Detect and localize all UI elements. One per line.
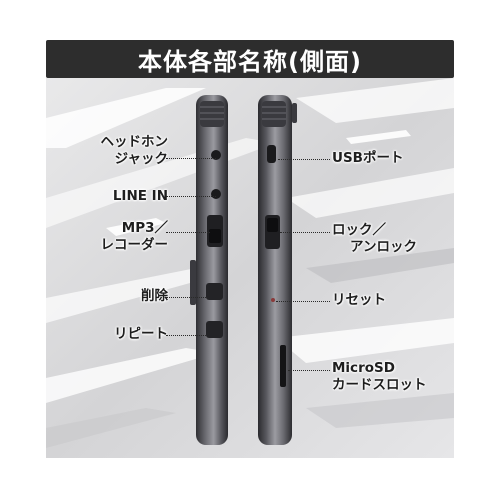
leader-delete <box>166 297 206 298</box>
reset-hole <box>271 298 275 302</box>
microsd-slot-opening <box>280 345 286 387</box>
device-left-side <box>190 95 228 445</box>
leader-repeat <box>166 335 206 336</box>
device-right-side <box>258 95 297 445</box>
leader-reset <box>276 301 330 302</box>
line-in-port <box>211 189 221 199</box>
page-title: 本体各部名称(側面) <box>138 47 362 76</box>
label-delete: 削除 <box>141 288 168 304</box>
label-lock: ロック／ アンロック <box>332 222 417 255</box>
label-repeat: リピート <box>114 326 168 342</box>
delete-key <box>206 283 223 300</box>
title-bar: 本体各部名称(側面) <box>46 40 454 78</box>
usb-port-opening <box>267 145 276 163</box>
label-microsd: MicroSD カードスロット <box>332 360 427 393</box>
background-graphic <box>46 78 454 458</box>
leader-usb-port <box>278 159 330 160</box>
label-usb-port: USBポート <box>332 150 404 166</box>
repeat-key <box>206 321 223 338</box>
label-headphone-jack: ヘッドホン ジャック <box>100 134 169 167</box>
label-reset: リセット <box>332 292 386 308</box>
leader-lock <box>280 232 330 233</box>
leader-headphone-jack <box>166 158 216 159</box>
label-line-in: LINE IN <box>112 188 168 204</box>
background-streaks <box>46 78 454 458</box>
leader-mp3-recorder <box>166 232 210 233</box>
headphone-jack-port <box>211 150 221 160</box>
leader-line-in <box>166 196 216 197</box>
leader-microsd <box>288 370 330 371</box>
label-mp3-recorder: MP3／ レコーダー <box>100 220 169 253</box>
